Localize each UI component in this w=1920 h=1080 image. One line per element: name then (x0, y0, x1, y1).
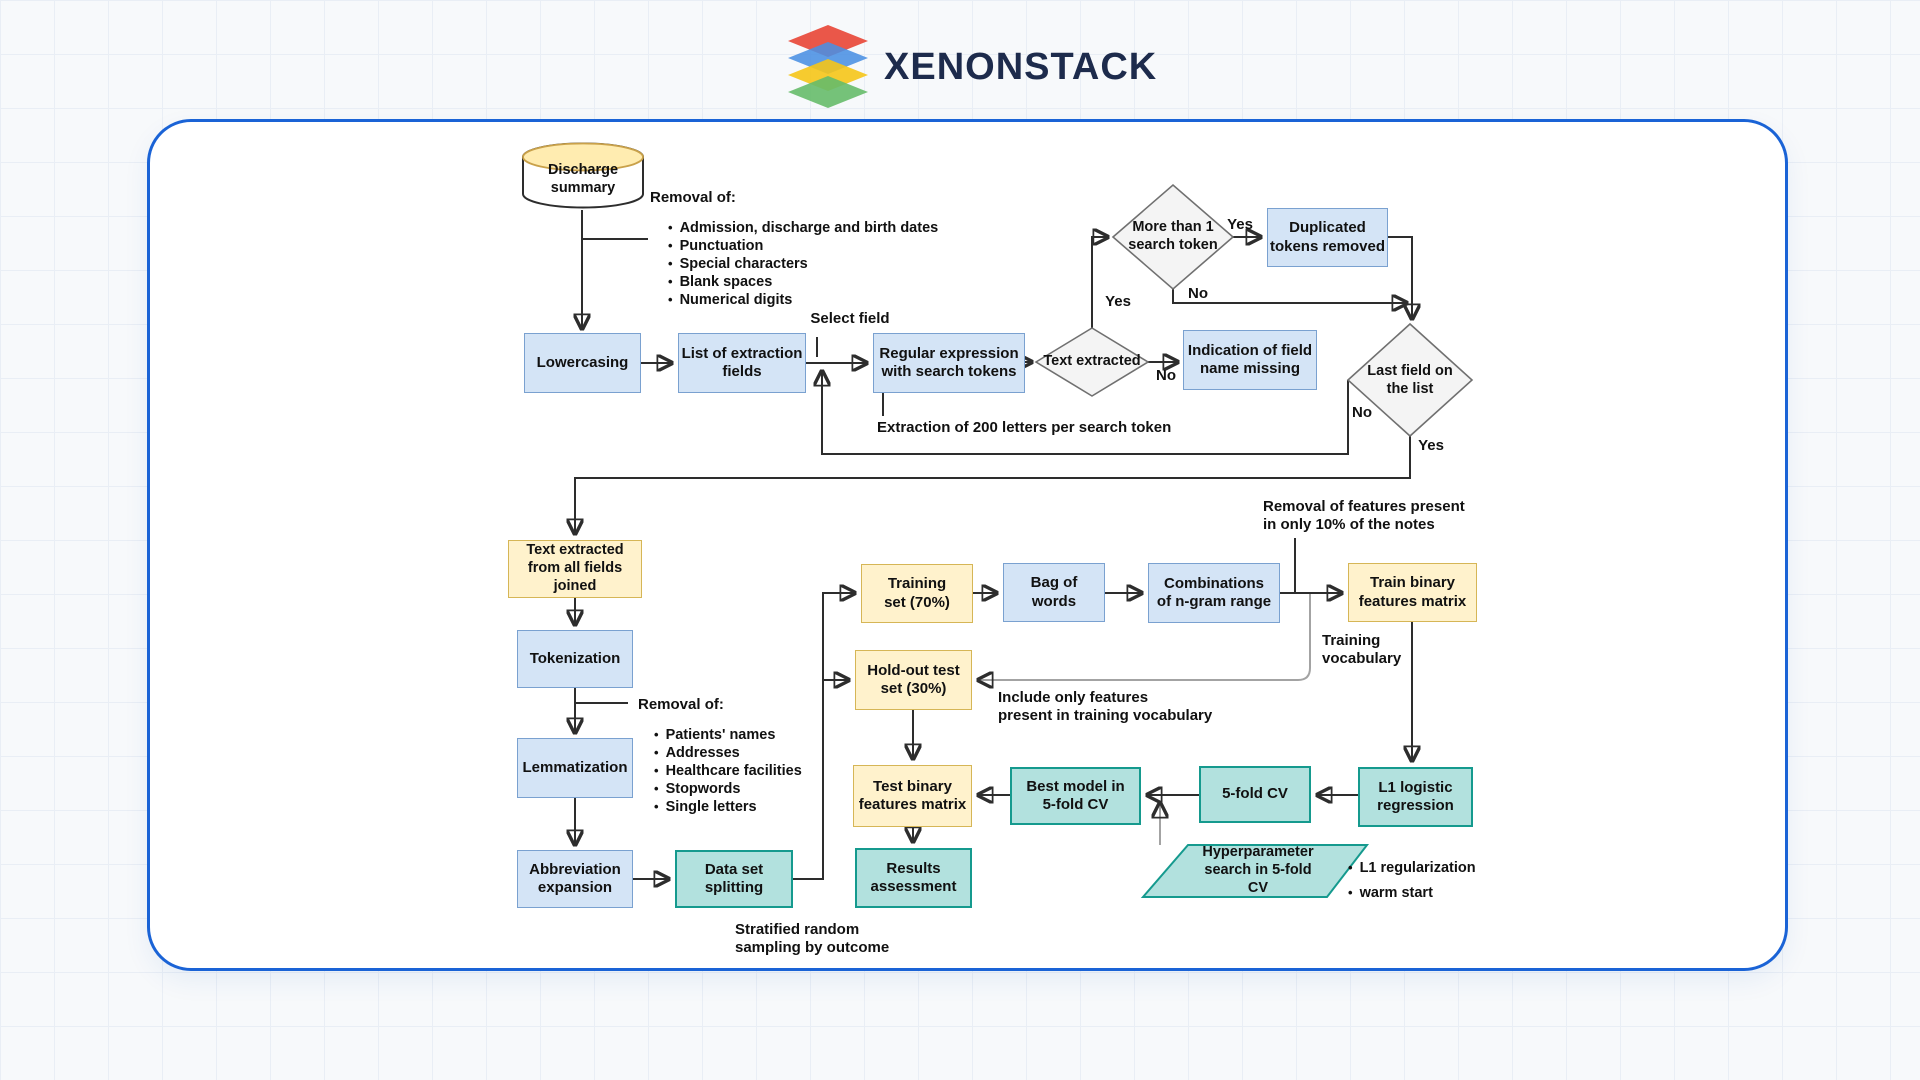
node-abbreviation-expansion: Abbreviation expansion (517, 850, 633, 908)
diagram-card (147, 119, 1788, 971)
node-text-extracted-shape (1034, 327, 1150, 397)
list-item: Numerical digits (668, 291, 938, 309)
edge-lastfield-yes-down (575, 436, 1411, 533)
list-item: Addresses (654, 744, 802, 762)
xenonstack-logo-icon (788, 25, 868, 108)
edge-lastfield-no-loop (822, 372, 1349, 455)
edge-morethan1-no (1172, 289, 1406, 303)
node-lemmatization: Lemmatization (517, 738, 633, 798)
list-item: Punctuation (668, 237, 938, 255)
node-regular-expression: Regular expression with search tokens (873, 333, 1025, 393)
node-tokenization: Tokenization (517, 630, 633, 688)
node-combinations-ngram: Combinations of n-gram range (1148, 563, 1280, 623)
node-train-binary-matrix: Train binary features matrix (1348, 563, 1477, 622)
edge-label-yes-textextracted: Yes (1105, 293, 1131, 310)
annotation-removal-features: Removal of features present in only 10% … (1263, 498, 1465, 533)
node-more-than-1-shape (1111, 183, 1235, 291)
node-last-field-label: Last field on the list (1367, 363, 1453, 397)
node-holdout-test-set: Hold-out test set (30%) (855, 650, 972, 710)
edge-label-no-lastfield: No (1352, 404, 1372, 421)
annotation-select-field: Select field (810, 310, 890, 327)
list-item: Special characters (668, 255, 938, 273)
node-list-extraction-fields: List of extraction fields (678, 333, 806, 393)
annotation-removal2-title: Removal of: (638, 696, 724, 713)
node-duplicated-tokens-removed: Duplicated tokens removed (1267, 208, 1388, 267)
node-hyperparameter-label: Hyperparameter search in 5-fold CV (1202, 844, 1314, 896)
node-text-extracted-label: Text extracted (1043, 353, 1141, 370)
list-item: Stopwords (654, 780, 802, 798)
edge-textextracted-yes-up (1091, 237, 1107, 328)
list-item: Admission, discharge and birth dates (668, 219, 939, 237)
list-item: Patients' names (654, 726, 802, 744)
node-more-than-1-label: More than 1 search token (1128, 219, 1218, 253)
list-item: Healthcare facilities (654, 762, 802, 780)
list-item: L1 regularization (1348, 856, 1476, 881)
node-bag-of-words: Bag of words (1003, 563, 1105, 622)
node-best-model: Best model in 5-fold CV (1010, 767, 1141, 825)
annotation-extraction-200: Extraction of 200 letters per search tok… (877, 419, 1172, 436)
edge-duplicated-to-lastfield (1388, 236, 1412, 318)
node-hyperparameter-shape (1140, 844, 1370, 898)
node-training-set: Training set (70%) (861, 564, 973, 623)
annotation-include-only: Include only features present in trainin… (998, 689, 1213, 724)
node-text-joined: Text extracted from all fields joined (508, 540, 642, 598)
edge-datasetsplit-to-trainingset (793, 593, 854, 880)
node-indication-field-missing: Indication of field name missing (1183, 330, 1317, 390)
node-test-binary-matrix: Test binary features matrix (853, 765, 972, 827)
node-lowercasing: Lowercasing (524, 333, 641, 393)
node-l1-logistic-regression: L1 logistic regression (1358, 767, 1473, 827)
edge-trainingvocab-to-holdout (979, 594, 1311, 680)
edge-label-no-morethan1: No (1188, 285, 1208, 302)
edge-label-no-textextracted: No (1156, 367, 1176, 384)
node-discharge-summary-label: Discharge summary (547, 162, 619, 196)
annotation-training-vocabulary: Training vocabulary (1322, 632, 1402, 667)
discharge-summary-cylinder-top (522, 142, 644, 172)
list-item: Blank spaces (668, 273, 938, 291)
annotation-hyperparameter-options: L1 regularization warm start (1348, 856, 1476, 905)
annotation-removal1-title: Removal of: (650, 189, 736, 206)
edge-label-yes-lastfield: Yes (1418, 437, 1444, 454)
node-last-field-shape (1346, 322, 1474, 438)
node-5fold-cv: 5-fold CV (1199, 766, 1311, 823)
brand-wordmark: XENONSTACK (884, 45, 1158, 88)
edge-label-yes-morethan1: Yes (1227, 216, 1253, 233)
xenonstack-logo: XENONSTACK (788, 24, 1157, 110)
node-results-assessment: Results assessment (855, 848, 972, 908)
annotation-stratified-sampling: Stratified random sampling by outcome (735, 921, 890, 956)
annotation-removal2-list: Patients' names Addresses Healthcare fac… (654, 726, 802, 816)
annotation-removal1-list: Admission, discharge and birth dates Pun… (668, 219, 939, 309)
node-dataset-splitting: Data set splitting (675, 850, 793, 908)
list-item: warm start (1348, 881, 1476, 906)
list-item: Single letters (654, 798, 802, 816)
